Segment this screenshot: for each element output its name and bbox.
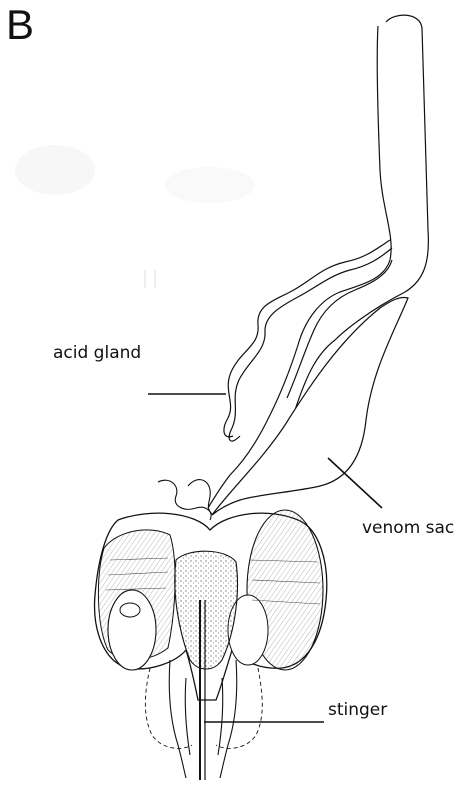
venom-sac-label: venom sac [362, 518, 454, 538]
faint-background-marks [15, 145, 255, 288]
sting-apparatus [95, 510, 327, 700]
venom-sac [212, 297, 408, 515]
stinger-label: stinger [328, 700, 387, 720]
left-oblong-plate [108, 590, 156, 670]
acid-gland-label: acid gland [53, 343, 141, 363]
panel-letter: B [6, 4, 34, 46]
venom-sac-leader [328, 458, 382, 508]
